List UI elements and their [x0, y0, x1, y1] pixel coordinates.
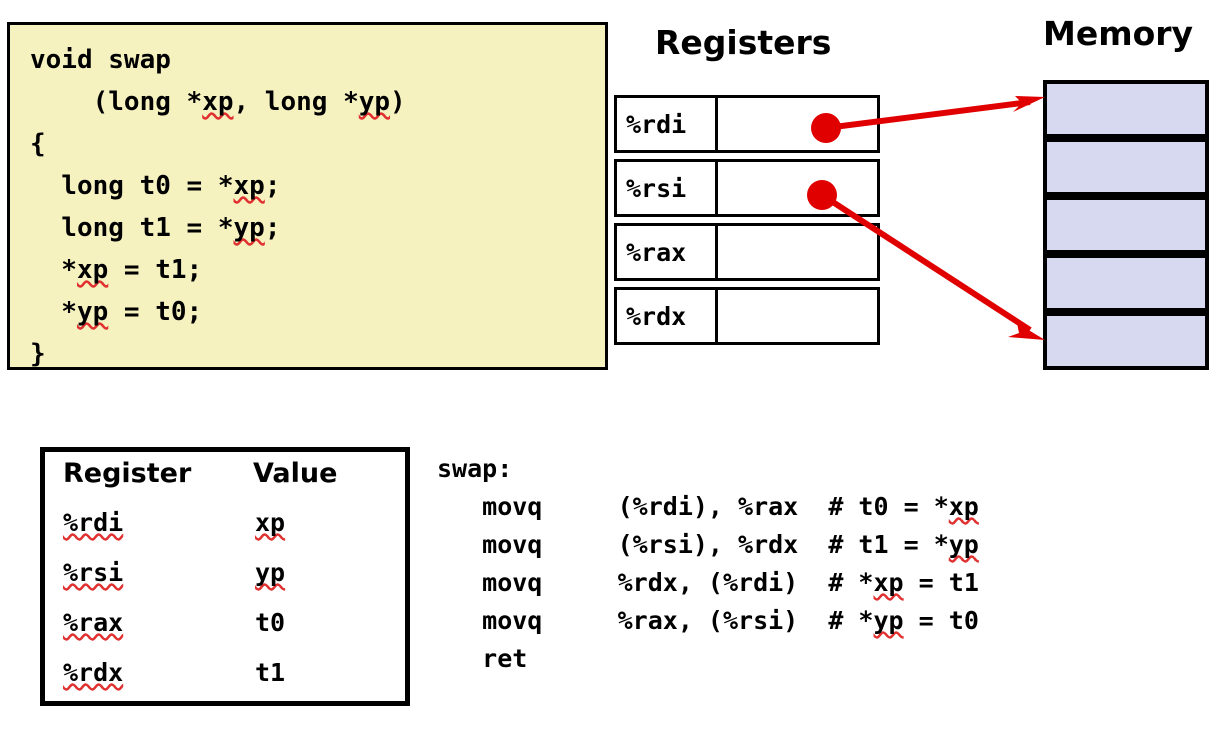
cell-value-text: yp: [255, 558, 286, 587]
register-row: %rsi: [614, 159, 880, 217]
c-code-text: void swap (long *xp, long *yp) { long t0…: [30, 39, 406, 375]
assembly-line: ret: [437, 644, 528, 673]
cell-register: %rax: [63, 608, 123, 637]
table-row: %rdx t1: [63, 658, 393, 708]
cell-value: yp: [255, 558, 285, 587]
assembly-listing: swap: movq (%rdi), %rax # t0 = *xp movq …: [437, 450, 979, 678]
table-row: %rax t0: [63, 608, 393, 658]
memory-cell: [1043, 196, 1209, 254]
register-row: %rax: [614, 223, 880, 281]
assembly-line: movq (%rsi), %rdx # t1 = *yp: [437, 530, 979, 559]
register-value-rsi: [721, 162, 880, 214]
memory-panel: [1043, 80, 1209, 371]
cell-register-text: %rax: [63, 608, 124, 637]
spellcheck-token-xp: xp: [76, 255, 109, 285]
table-row: %rsi yp: [63, 558, 393, 608]
cell-value-text: xp: [255, 508, 286, 537]
cell-value: t0: [255, 608, 286, 637]
cell-register: %rsi: [63, 558, 123, 587]
register-name-rdi: %rdi: [617, 98, 718, 150]
registers-panel: %rdi %rsi %rax %rdx: [614, 95, 880, 345]
memory-title: Memory: [1043, 14, 1194, 53]
register-name-rdx: %rdx: [617, 290, 718, 342]
spellcheck-token-yp: yp: [948, 530, 979, 559]
spellcheck-token-yp: yp: [873, 606, 904, 635]
register-name-rsi: %rsi: [617, 162, 718, 214]
spellcheck-token-yp: yp: [233, 213, 265, 243]
memory-cell: [1043, 138, 1209, 196]
table-header-row: Register Value: [63, 458, 393, 500]
register-value-rax: [721, 226, 880, 278]
column-header-value: Value: [253, 458, 338, 489]
registers-title: Registers: [655, 23, 832, 62]
spellcheck-token-xp: xp: [233, 171, 265, 201]
c-code-line: long t1 = *yp;: [30, 213, 281, 243]
assembly-line: movq (%rdi), %rax # t0 = *xp: [437, 492, 979, 521]
c-code-line: }: [30, 339, 46, 369]
register-row: %rdx: [614, 287, 880, 345]
c-code-line: {: [30, 129, 46, 159]
cell-register: %rdx: [63, 658, 123, 687]
cell-register-text: %rdx: [63, 658, 124, 687]
c-code-line: *yp = t0;: [30, 297, 203, 327]
c-code-line: *xp = t1;: [30, 255, 203, 285]
assembly-line: movq %rax, (%rsi) # *yp = t0: [437, 606, 979, 635]
cell-register: %rdi: [63, 508, 123, 537]
register-name-rax: %rax: [617, 226, 718, 278]
cell-value: xp: [255, 508, 285, 537]
spellcheck-token-yp: yp: [76, 297, 109, 327]
assembly-line: movq %rdx, (%rdi) # *xp = t1: [437, 568, 979, 597]
register-row: %rdi: [614, 95, 880, 153]
memory-cell: [1043, 80, 1209, 138]
c-code-line: (long *xp, long *yp): [30, 87, 406, 117]
register-value-rdi: [721, 98, 880, 150]
c-code-panel: void swap (long *xp, long *yp) { long t0…: [7, 22, 608, 370]
cell-value: t1: [255, 658, 286, 687]
c-code-line: void swap: [30, 45, 171, 75]
register-value-table: Register Value %rdi xp %rsi yp %rax t0 %…: [40, 447, 410, 706]
cell-register-text: %rsi: [63, 558, 124, 587]
spellcheck-token-xp: xp: [948, 492, 979, 521]
memory-cell: [1043, 254, 1209, 312]
spellcheck-token-xp: xp: [202, 87, 234, 117]
table-row: %rdi xp: [63, 508, 393, 558]
register-value-rdx: [721, 290, 880, 342]
c-code-line: long t0 = *xp;: [30, 171, 281, 201]
column-header-register: Register: [63, 458, 192, 489]
spellcheck-token-yp: yp: [358, 87, 391, 117]
memory-cell: [1043, 312, 1209, 370]
cell-register-text: %rdi: [63, 508, 124, 537]
spellcheck-token-xp: xp: [873, 568, 904, 597]
assembly-label: swap:: [437, 454, 513, 483]
